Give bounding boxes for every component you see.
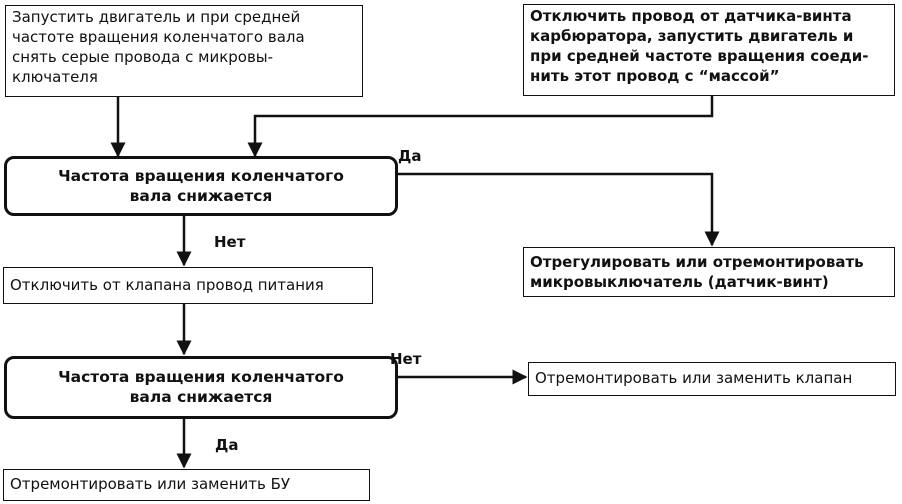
adjust-microswitch-line: микровыключатель (датчик-винт) xyxy=(530,273,829,291)
decision-2-no-label: Нет xyxy=(390,350,422,368)
alt-action-line: при средней частоте вращения соеди- xyxy=(530,47,869,65)
repair-ecu-box: Отремонтировать или заменить БУ xyxy=(3,469,370,501)
decision-1-box: Частота вращения коленчатого вала снижае… xyxy=(4,156,398,216)
arrow-alt-to-decision1 xyxy=(247,96,714,158)
adjust-microswitch-line: Отрегулировать или отремонтировать xyxy=(530,253,864,271)
adjust-microswitch-box: Отрегулировать или отремонтировать микро… xyxy=(523,247,895,297)
start-action-line: ключателя xyxy=(12,68,98,86)
disconnect-valve-line: Отключить от клапана провод питания xyxy=(10,276,324,294)
alt-action-line: нить этот провод с “массой” xyxy=(530,67,780,85)
start-action-line: Запустить двигатель и при средней xyxy=(12,8,301,26)
repair-valve-box: Отремонтировать или заменить клапан xyxy=(528,362,896,396)
decision-2-line: вала снижается xyxy=(129,388,273,406)
decision-2-box: Частота вращения коленчатого вала снижае… xyxy=(4,356,398,419)
start-action-box: Запустить двигатель и при средней частот… xyxy=(5,5,363,97)
decision-2-yes-label: Да xyxy=(215,436,239,454)
start-action-line: частоте вращения коленчатого вала xyxy=(12,28,305,46)
repair-ecu-line: Отремонтировать или заменить БУ xyxy=(10,475,291,493)
alt-action-line: Отключить провод от датчика-винта xyxy=(530,7,852,25)
decision-1-line: вала снижается xyxy=(129,187,273,205)
start-action-line: снять серые провода с микровы- xyxy=(12,48,274,66)
alt-action-line: карбюратора, запустить двигатель и xyxy=(530,27,854,45)
decision-1-yes-label: Да xyxy=(398,147,422,165)
arrow-decision1-yes xyxy=(396,172,720,247)
disconnect-valve-box: Отключить от клапана провод питания xyxy=(3,267,373,304)
decision-1-line: Частота вращения коленчатого xyxy=(58,167,344,185)
alt-action-box: Отключить провод от датчика-винта карбюр… xyxy=(523,4,895,96)
decision-2-line: Частота вращения коленчатого xyxy=(58,368,344,386)
repair-valve-line: Отремонтировать или заменить клапан xyxy=(535,369,853,387)
decision-1-no-label: Нет xyxy=(214,233,246,251)
